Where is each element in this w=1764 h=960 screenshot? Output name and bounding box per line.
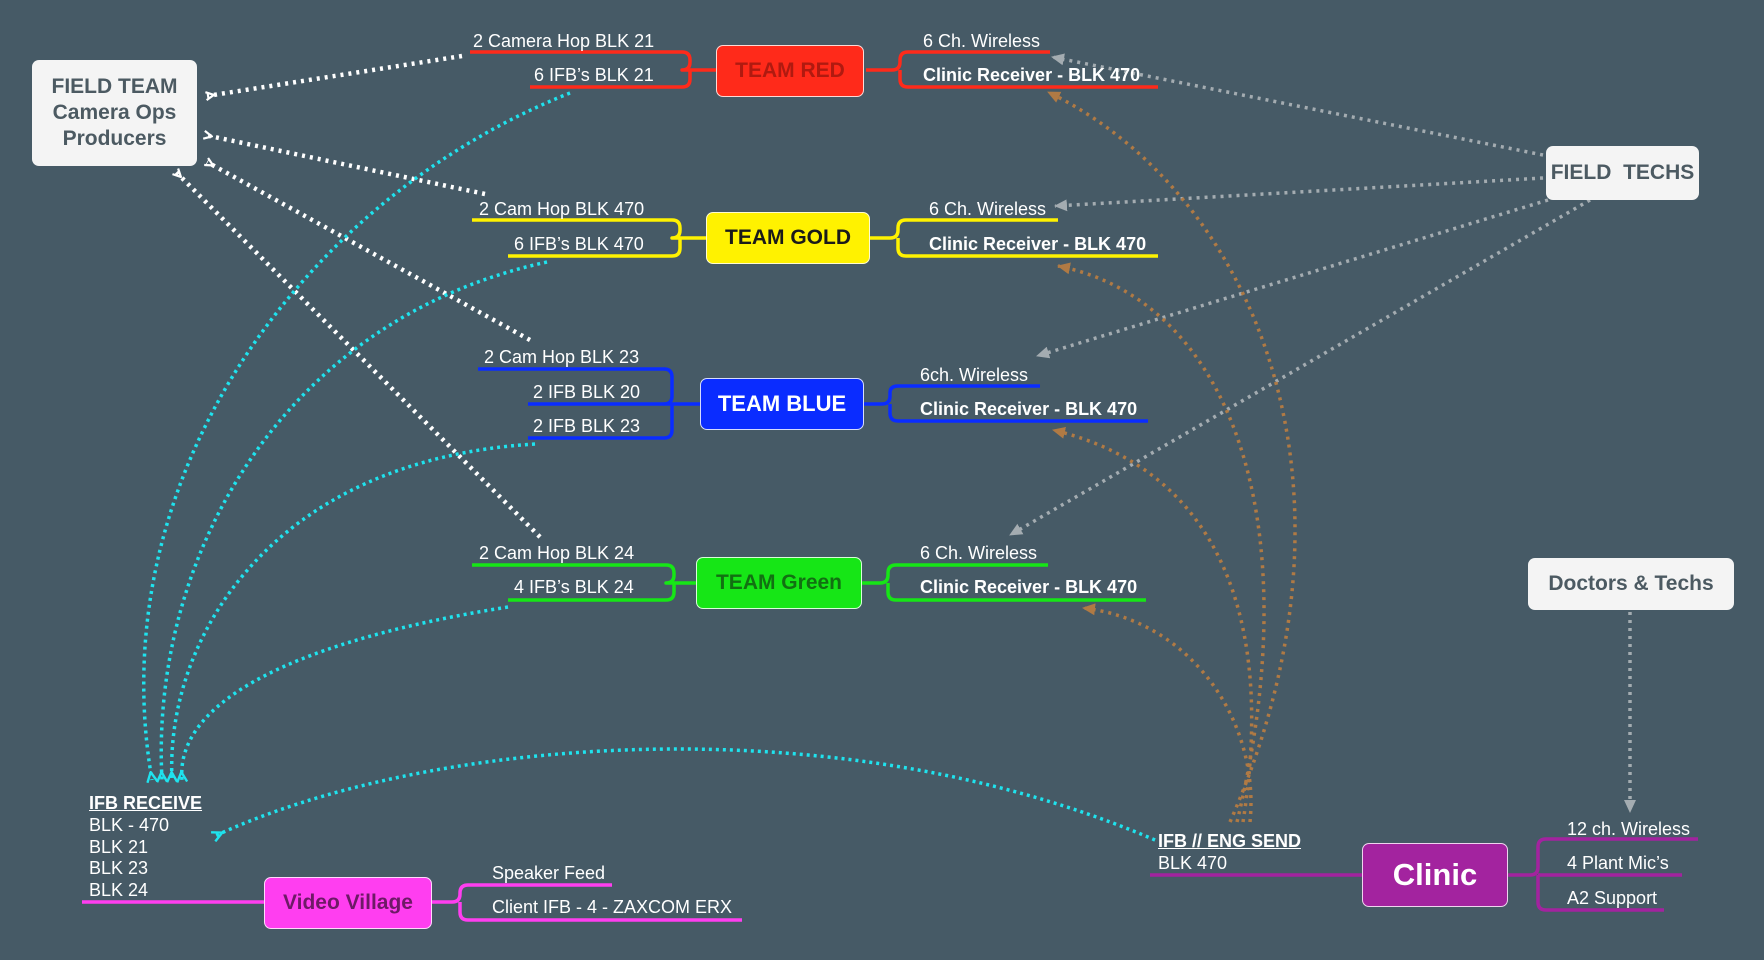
red-left-item: 6 IFB’s BLK 21 bbox=[534, 65, 654, 85]
ifb-receive-item: BLK - 470 bbox=[89, 815, 170, 835]
blue-left-item: 2 IFB BLK 20 bbox=[533, 382, 641, 402]
field-team-line1: FIELD TEAM bbox=[51, 75, 178, 98]
red-right-item: Clinic Receiver - BLK 470 bbox=[923, 65, 1141, 85]
video-village-branches bbox=[82, 883, 742, 922]
ifb-receive-arrows bbox=[142, 91, 1156, 840]
doctors-techs-box[interactable]: Doctors & Techs bbox=[1528, 558, 1734, 610]
arrow-techs-to-gold bbox=[1054, 176, 1544, 212]
ifb-send-arrows bbox=[1047, 90, 1297, 823]
ifb-receive-title: IFB RECEIVE bbox=[89, 793, 203, 813]
arrow-techs-to-red bbox=[1051, 53, 1544, 157]
video-village-item: Speaker Feed bbox=[492, 863, 606, 883]
arrow-send-to-receive bbox=[215, 747, 1156, 840]
green-left-item: 2 Cam Hop BLK 24 bbox=[479, 543, 635, 563]
clinic-label: Clinic bbox=[1392, 857, 1478, 892]
team-red-box[interactable]: TEAM RED bbox=[716, 45, 864, 97]
clinic-item: 12 ch. Wireless bbox=[1567, 819, 1691, 839]
team-green-box[interactable]: TEAM Green bbox=[696, 557, 862, 609]
team-blue-box[interactable]: TEAM BLUE bbox=[700, 378, 864, 430]
green-right-item: Clinic Receiver - BLK 470 bbox=[920, 577, 1138, 597]
gold-left-item: 6 IFB’s BLK 470 bbox=[514, 234, 644, 254]
team-blue-branches bbox=[478, 367, 1148, 440]
red-left-item: 2 Camera Hop BLK 21 bbox=[473, 31, 655, 51]
team-gold-label: TEAM GOLD bbox=[725, 226, 851, 249]
field-team-box[interactable]: FIELD TEAM Camera Ops Producers bbox=[32, 60, 197, 166]
green-right-item: 6 Ch. Wireless bbox=[920, 543, 1038, 563]
arrow-blue-cam-to-field-team bbox=[207, 162, 532, 342]
field-techs-box[interactable]: FIELD TECHS bbox=[1546, 146, 1699, 200]
green-left-item: 4 IFB’s BLK 24 bbox=[514, 577, 634, 597]
video-village-box[interactable]: Video Village bbox=[264, 877, 432, 929]
blue-right-item: 6ch. Wireless bbox=[920, 365, 1029, 385]
team-green-branches bbox=[472, 563, 1146, 602]
video-village-label: Video Village bbox=[283, 891, 413, 914]
arrow-gold-ifb-to-receive bbox=[161, 260, 548, 780]
field-team-arrows bbox=[176, 53, 542, 539]
ifb-receive-item: BLK 21 bbox=[89, 837, 149, 857]
ifb-receive-item: BLK 24 bbox=[89, 880, 149, 900]
team-red-branches bbox=[470, 50, 1158, 89]
ifb-receive-item: BLK 23 bbox=[89, 858, 149, 878]
team-gold-box[interactable]: TEAM GOLD bbox=[706, 212, 870, 264]
team-gold-branches bbox=[472, 218, 1158, 258]
arrow-send-to-red bbox=[1047, 90, 1297, 823]
arrow-blue-ifb-to-receive bbox=[172, 442, 536, 780]
field-techs-label: FIELD TECHS bbox=[1550, 161, 1695, 184]
blue-left-item: 2 Cam Hop BLK 23 bbox=[484, 347, 640, 367]
arrow-red-cam-to-field-team bbox=[207, 53, 463, 96]
team-red-label: TEAM RED bbox=[735, 59, 845, 82]
team-green-label: TEAM Green bbox=[715, 571, 843, 594]
blue-left-item: 2 IFB BLK 23 bbox=[533, 416, 641, 436]
arrow-green-cam-to-field-team bbox=[176, 172, 542, 539]
arrow-techs-to-blue bbox=[1036, 198, 1549, 359]
field-team-line2: Camera Ops bbox=[52, 101, 177, 124]
gold-right-item: Clinic Receiver - BLK 470 bbox=[929, 234, 1147, 254]
red-right-item: 6 Ch. Wireless bbox=[923, 31, 1041, 51]
arrow-send-to-green bbox=[1082, 603, 1253, 823]
arrow-red-ifb-to-receive bbox=[142, 91, 571, 780]
ifb-send-title: IFB // ENG SEND bbox=[1158, 831, 1302, 851]
blue-right-item: Clinic Receiver - BLK 470 bbox=[920, 399, 1138, 419]
arrow-send-to-blue bbox=[1052, 426, 1254, 823]
gold-right-item: 6 Ch. Wireless bbox=[929, 199, 1047, 219]
video-village-item: Client IFB - 4 - ZAXCOM ERX bbox=[492, 897, 733, 917]
arrow-green-ifb-to-receive bbox=[182, 605, 509, 780]
arrow-send-to-gold bbox=[1057, 262, 1266, 823]
ifb-send-sub: BLK 470 bbox=[1158, 853, 1228, 873]
field-techs-arrows bbox=[1009, 53, 1636, 813]
clinic-branches bbox=[1150, 837, 1698, 912]
doctors-techs-label: Doctors & Techs bbox=[1548, 572, 1714, 595]
clinic-box[interactable]: Clinic bbox=[1362, 843, 1508, 907]
team-blue-label: TEAM BLUE bbox=[717, 391, 847, 416]
gold-left-item: 2 Cam Hop BLK 470 bbox=[479, 199, 645, 219]
clinic-item: A2 Support bbox=[1567, 888, 1658, 908]
field-team-line3: Producers bbox=[62, 127, 167, 150]
clinic-item: 4 Plant Mic’s bbox=[1567, 853, 1669, 873]
